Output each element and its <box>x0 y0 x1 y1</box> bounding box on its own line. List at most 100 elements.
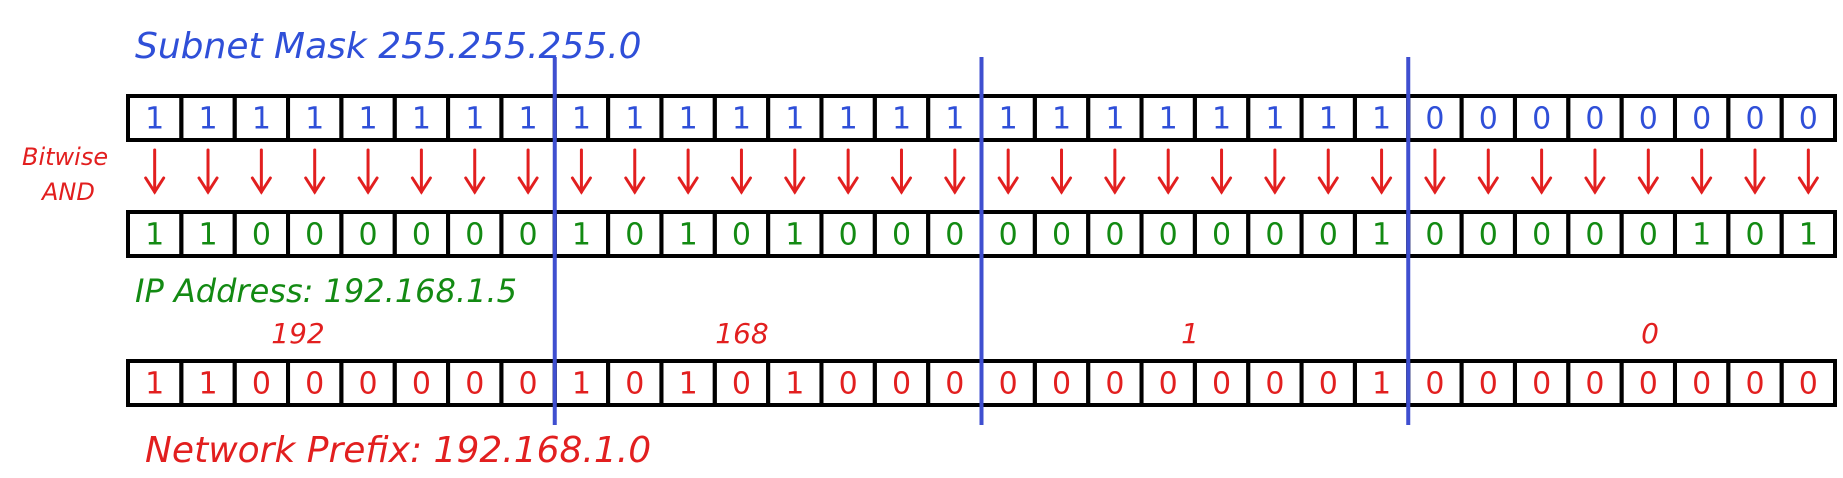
down-arrow-icon <box>1424 148 1446 195</box>
mask-bit-cell <box>1779 94 1837 142</box>
ip-bit-value: 0 <box>412 218 431 253</box>
mask-bit-value: 1 <box>1159 102 1178 137</box>
down-arrow-icon <box>890 148 912 195</box>
down-arrow-icon <box>837 148 859 195</box>
mask-bit-value: 1 <box>412 102 431 137</box>
network-bit-value: 0 <box>1319 367 1338 402</box>
down-arrow-icon <box>1797 148 1819 195</box>
network-bit-value: 0 <box>1692 367 1711 402</box>
ip-bit-value: 0 <box>1212 218 1231 253</box>
ip-bit-value: 0 <box>999 218 1018 253</box>
mask-bit-value: 1 <box>145 102 164 137</box>
ip-bit-value: 1 <box>572 218 591 253</box>
down-arrow-icon <box>677 148 699 195</box>
ip-bit-value: 0 <box>839 218 858 253</box>
ip-bit-value: 0 <box>1745 218 1764 253</box>
ip-bit-value: 0 <box>1105 218 1124 253</box>
down-arrow-icon <box>784 148 806 195</box>
mask-bit-value: 0 <box>1425 102 1444 137</box>
ip-bit-value: 0 <box>892 218 911 253</box>
ip-bit-value: 0 <box>1479 218 1498 253</box>
down-arrow-icon <box>1744 148 1766 195</box>
network-bit-value: 0 <box>839 367 858 402</box>
down-arrow-icon <box>1637 148 1659 195</box>
network-bit-value: 0 <box>1212 367 1231 402</box>
down-arrow-icon <box>1691 148 1713 195</box>
octet-label-168: 168 <box>715 317 768 350</box>
octet-label-0: 0 <box>1641 317 1659 350</box>
network-bit-value: 0 <box>1532 367 1551 402</box>
down-arrow-icon <box>304 148 326 195</box>
ip-bit-value: 0 <box>519 218 538 253</box>
down-arrow-icon <box>624 148 646 195</box>
ip-bit-value: 1 <box>1692 218 1711 253</box>
network-bit-value: 1 <box>198 367 217 402</box>
ip-bit-value: 0 <box>252 218 271 253</box>
down-arrow-icon <box>1264 148 1286 195</box>
network-bit-value: 0 <box>999 367 1018 402</box>
down-arrow-icon <box>410 148 432 195</box>
down-arrow-icon <box>1531 148 1553 195</box>
network-bit-value: 0 <box>1105 367 1124 402</box>
network-bit-value: 1 <box>785 367 804 402</box>
mask-bit-value: 0 <box>1479 102 1498 137</box>
ip-address-label: IP Address: 192.168.1.5 <box>135 272 517 310</box>
down-arrow-icon <box>1317 148 1339 195</box>
mask-bit-value: 1 <box>572 102 591 137</box>
mask-bit-value: 1 <box>198 102 217 137</box>
down-arrow-icon <box>1104 148 1126 195</box>
mask-bit-value: 0 <box>1585 102 1604 137</box>
ip-bit-value: 0 <box>1639 218 1658 253</box>
network-bit-value: 1 <box>145 367 164 402</box>
mask-bit-value: 1 <box>1372 102 1391 137</box>
down-arrow-icon <box>357 148 379 195</box>
mask-bit-value: 0 <box>1799 102 1818 137</box>
mask-bit-value: 1 <box>465 102 484 137</box>
network-bit-value: 1 <box>1372 367 1391 402</box>
network-bit-value: 0 <box>625 367 644 402</box>
mask-bit-value: 1 <box>999 102 1018 137</box>
down-arrow-icon <box>144 148 166 195</box>
mask-bit-value: 0 <box>1639 102 1658 137</box>
network-bit-value: 0 <box>305 367 324 402</box>
ip-bit-value: 1 <box>785 218 804 253</box>
mask-bit-value: 1 <box>679 102 698 137</box>
down-arrow-icon <box>570 148 592 195</box>
down-arrow-icon <box>997 148 1019 195</box>
mask-bit-value: 0 <box>1745 102 1764 137</box>
mask-bit-value: 1 <box>252 102 271 137</box>
down-arrow-icon <box>1051 148 1073 195</box>
network-bit-value: 0 <box>359 367 378 402</box>
network-bit-value: 0 <box>1479 367 1498 402</box>
ip-bit-value: 0 <box>1265 218 1284 253</box>
mask-bit-value: 1 <box>785 102 804 137</box>
network-bit-value: 0 <box>1425 367 1444 402</box>
down-arrow-icon <box>1371 148 1393 195</box>
ip-bit-value: 1 <box>1799 218 1818 253</box>
network-bit-value: 0 <box>1745 367 1764 402</box>
mask-bit-value: 1 <box>892 102 911 137</box>
network-bit-value: 0 <box>1585 367 1604 402</box>
network-bit-value: 0 <box>412 367 431 402</box>
network-bit-value: 0 <box>1639 367 1658 402</box>
network-bit-value: 0 <box>519 367 538 402</box>
ip-bit-value: 0 <box>1159 218 1178 253</box>
ip-bit-value: 0 <box>732 218 751 253</box>
subnet-mask-label: Subnet Mask 255.255.255.0 <box>135 26 642 67</box>
down-arrow-icon <box>517 148 539 195</box>
mask-bit-value: 0 <box>1692 102 1711 137</box>
network-bit-value: 0 <box>732 367 751 402</box>
ip-bit-value: 0 <box>359 218 378 253</box>
network-bit-value: 0 <box>892 367 911 402</box>
ip-bit-value: 0 <box>1052 218 1071 253</box>
ip-bit-value: 0 <box>1585 218 1604 253</box>
network-bit-value: 1 <box>679 367 698 402</box>
ip-bit-value: 1 <box>1372 218 1391 253</box>
network-bit-value: 0 <box>945 367 964 402</box>
network-bit-value: 1 <box>572 367 591 402</box>
